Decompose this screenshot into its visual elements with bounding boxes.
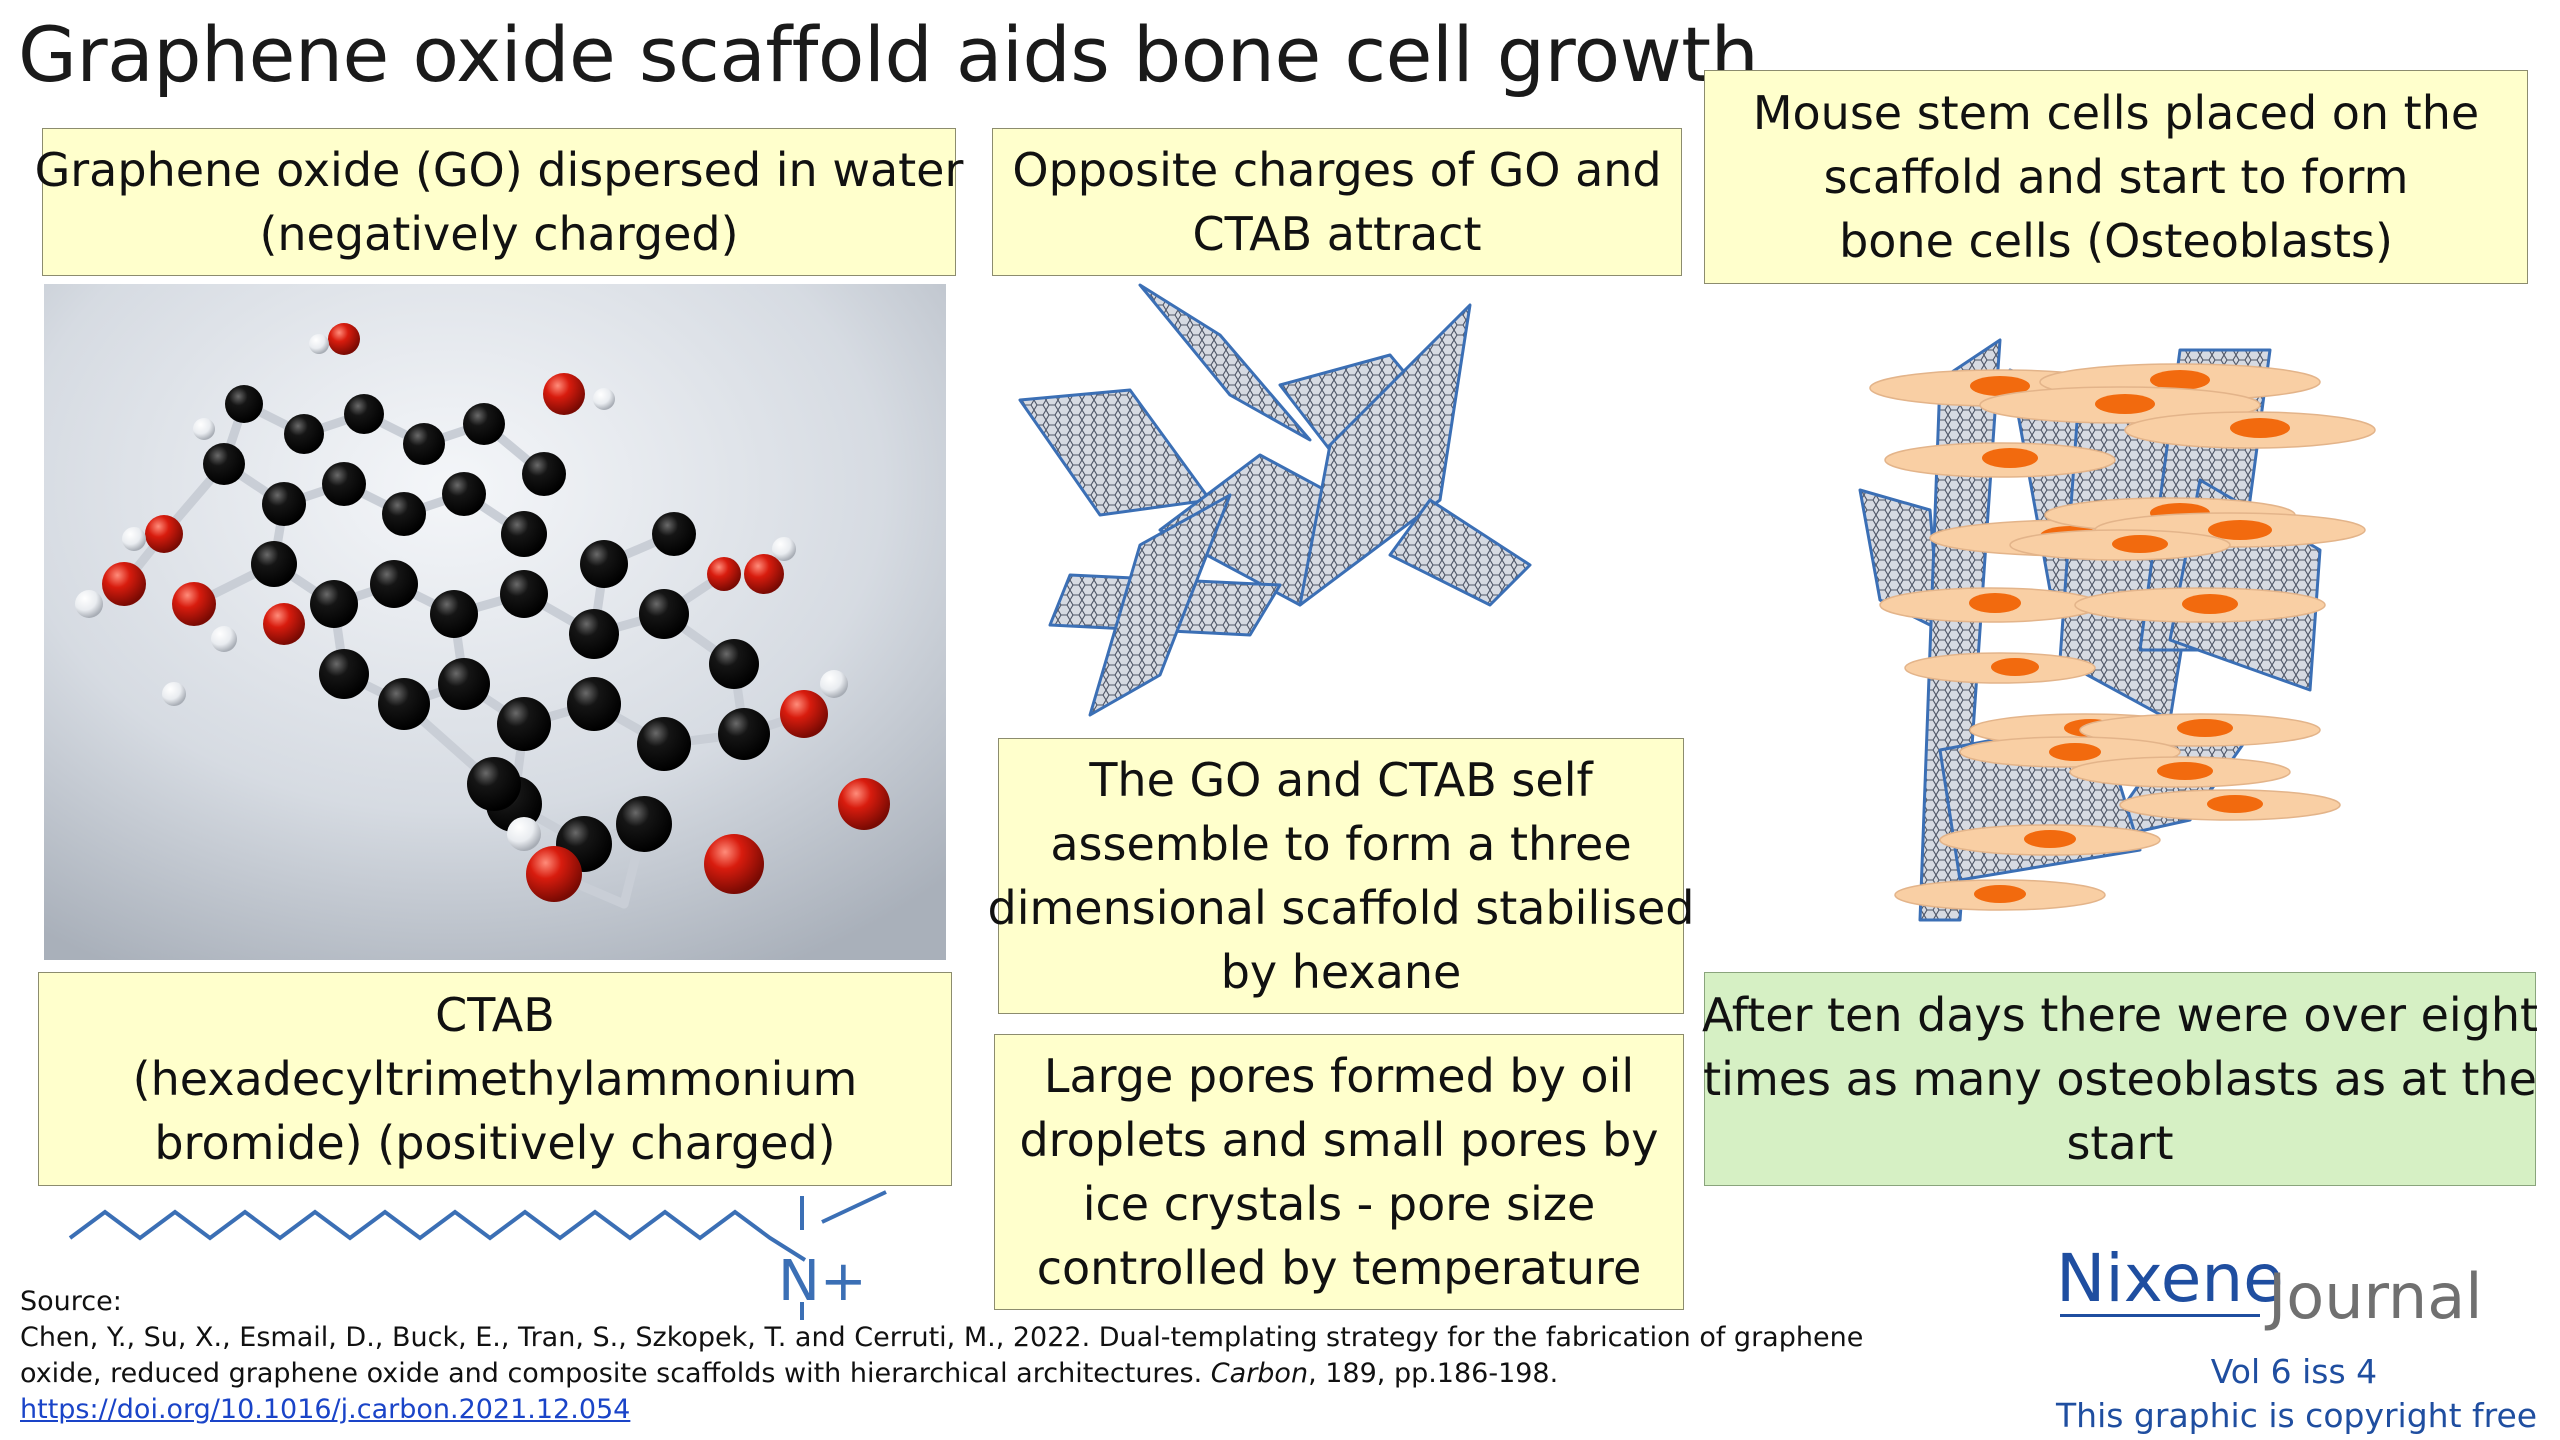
- go-dispersed-box: Graphene oxide (GO) dispersed in water (…: [35, 128, 963, 276]
- box-line: Opposite charges of GO and: [1012, 143, 1662, 197]
- box-line: droplets and small pores by: [1019, 1113, 1659, 1167]
- box-line: The GO and CTAB self: [1089, 753, 1593, 807]
- box-line: CTAB: [435, 988, 555, 1042]
- go-ctab-scaffold-diagram: [1018, 283, 1532, 717]
- osteoblast-cell: [2069, 756, 2291, 788]
- osteoblast-cell: [1939, 824, 2161, 856]
- copyright-note: This graphic is copyright free: [2056, 1396, 2538, 1435]
- brand-underline: [2060, 1314, 2260, 1317]
- graphene-oxide-molecule-image: [44, 284, 946, 960]
- go-sheet: [1018, 388, 1212, 517]
- osteoblast-cell: [1884, 442, 2116, 478]
- brand-logo-name: Nixene: [2056, 1240, 2284, 1317]
- stem-cells-box: Mouse stem cells placed on the scaffold …: [1704, 70, 2528, 284]
- osteoblast-cell: [2124, 411, 2376, 449]
- brand-block: Nixene Journal Vol 6 iss 4 This graphic …: [2056, 1240, 2538, 1440]
- osteoblast-cell: [1894, 879, 2106, 911]
- osteoblast-cell: [1879, 587, 2101, 623]
- box-line: CTAB attract: [1192, 207, 1482, 261]
- result-box: After ten days there were over eight tim…: [1701, 972, 2539, 1186]
- source-line: oxide, reduced graphene oxide and compos…: [20, 1356, 1863, 1392]
- source-line: Chen, Y., Su, X., Esmail, D., Buck, E., …: [20, 1322, 1864, 1353]
- page-title: Graphene oxide scaffold aids bone cell g…: [18, 10, 1759, 99]
- osteoblast-cell: [2079, 713, 2321, 747]
- box-line: Mouse stem cells placed on the: [1752, 86, 2480, 140]
- ctab-box: CTAB (hexadecyltrimethylammonium bromide…: [38, 972, 952, 1186]
- brand-logo-journal: Journal: [2268, 1260, 2483, 1333]
- box-line: (hexadecyltrimethylammonium: [132, 1052, 858, 1106]
- go-sheet: [1918, 338, 2002, 922]
- box-line: bromide) (positively charged): [154, 1116, 836, 1170]
- volume-issue: Vol 6 iss 4: [2210, 1352, 2378, 1391]
- doi-link[interactable]: https://doi.org/10.1016/j.carbon.2021.12…: [20, 1394, 631, 1425]
- self-assemble-box: The GO and CTAB self assemble to form a …: [988, 738, 1694, 1014]
- source-citation: Source: Chen, Y., Su, X., Esmail, D., Bu…: [20, 1284, 1863, 1428]
- osteoblast-cell: [1904, 652, 2096, 684]
- osteoblast-cell: [2119, 789, 2341, 821]
- methyl-bond: [821, 1190, 887, 1224]
- box-line: assemble to form a three: [1050, 817, 1632, 871]
- box-line: After ten days there were over eight: [1701, 988, 2539, 1042]
- box-line: by hexane: [1220, 945, 1462, 999]
- osteoblast-cell: [2009, 529, 2231, 561]
- go-sheet: [1388, 498, 1532, 607]
- go-sheet: [1088, 493, 1232, 717]
- box-line: (negatively charged): [259, 207, 739, 261]
- source-text: , 189, pp.186-198.: [1308, 1358, 1559, 1389]
- charges-attract-box: Opposite charges of GO and CTAB attract: [992, 128, 1682, 276]
- box-line: ice crystals - pore size: [1082, 1177, 1596, 1231]
- ammonium-label: N+: [778, 1249, 867, 1314]
- go-sheet: [1138, 283, 1312, 442]
- alkyl-chain: [68, 1209, 807, 1262]
- box-line: Graphene oxide (GO) dispersed in water: [34, 143, 964, 197]
- box-line: start: [2066, 1116, 2174, 1170]
- source-label: Source:: [20, 1286, 122, 1317]
- box-line: bone cells (Osteoblasts): [1839, 214, 2393, 268]
- journal-name: Carbon: [1210, 1358, 1309, 1389]
- go-sheet: [1298, 303, 1472, 607]
- osteoblast-scaffold-diagram: [1858, 338, 2376, 922]
- source-text: oxide, reduced graphene oxide and compos…: [20, 1358, 1211, 1389]
- box-line: dimensional scaffold stabilised: [987, 881, 1695, 935]
- ctab-chain-diagram: N+: [68, 1190, 887, 1320]
- pores-box: Large pores formed by oil droplets and s…: [994, 1034, 1684, 1310]
- box-line: scaffold and start to form: [1823, 150, 2409, 204]
- molecule-model: [44, 284, 946, 960]
- osteoblast-cell: [2074, 587, 2326, 623]
- box-line: times as many osteoblasts as at the: [1703, 1052, 2537, 1106]
- box-line: controlled by temperature: [1036, 1241, 1642, 1295]
- box-line: Large pores formed by oil: [1043, 1049, 1635, 1103]
